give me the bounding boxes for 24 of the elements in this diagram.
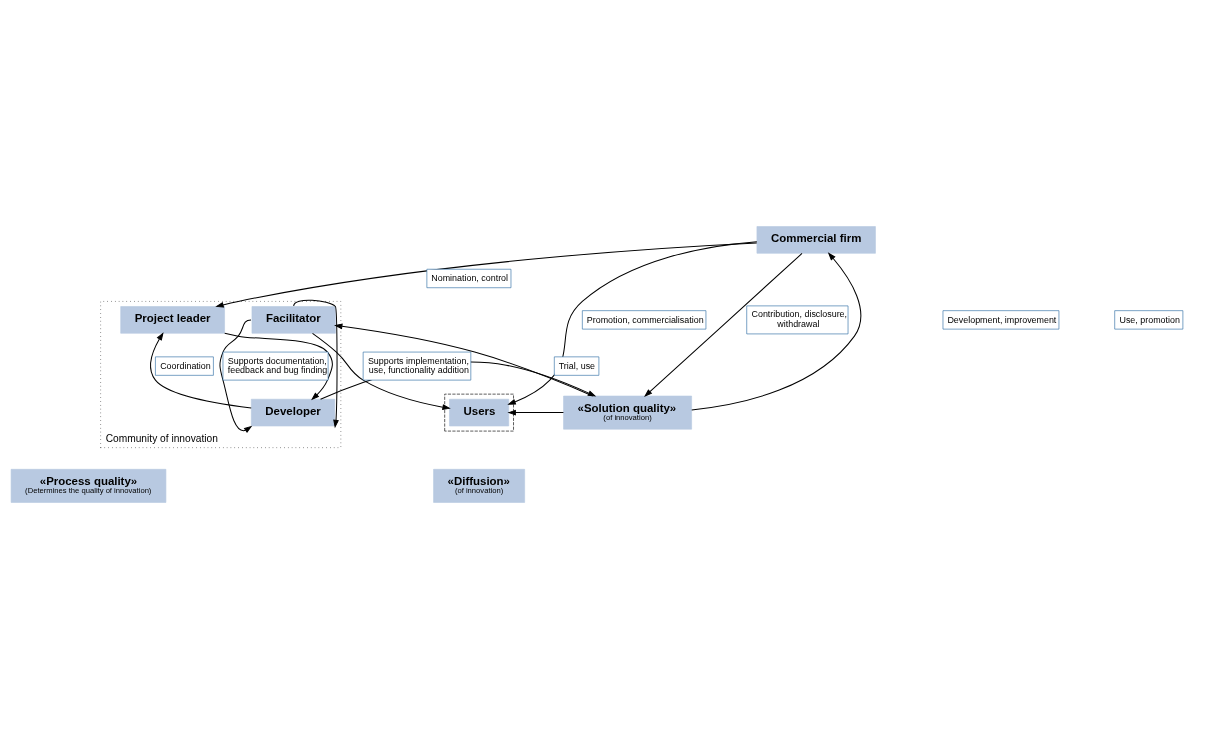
node-box: Users — [449, 398, 510, 427]
node-box: Commercial firm — [756, 226, 876, 254]
arrow — [507, 241, 758, 405]
arrow — [644, 252, 803, 398]
node-box: Facilitator — [251, 306, 336, 334]
edge-label: Coordination — [160, 360, 211, 371]
node-box: Project leader — [120, 306, 225, 334]
edge-label: Supports implementation, use, functionality addition — [367, 355, 469, 376]
arrow — [293, 299, 339, 429]
arrow — [215, 242, 758, 308]
label: Use, promotion — [1119, 314, 1180, 325]
edge-label: Nomination, control — [431, 273, 509, 284]
edge-label: Contribution, disclosure, withdrawal — [751, 309, 848, 330]
edge-label: Promotion, commercialisation — [586, 314, 704, 325]
node-box: Developer — [251, 398, 336, 427]
edge-label: Supports documentation, feedback and bug finding — [227, 355, 328, 376]
arrow — [312, 332, 451, 410]
label: Development, improvement — [947, 314, 1057, 325]
arrow — [507, 409, 564, 416]
edge-label: Trial, use — [558, 360, 596, 371]
arrow — [334, 323, 594, 397]
arrow — [150, 332, 252, 409]
arrow — [691, 252, 862, 411]
arrow — [219, 319, 253, 433]
